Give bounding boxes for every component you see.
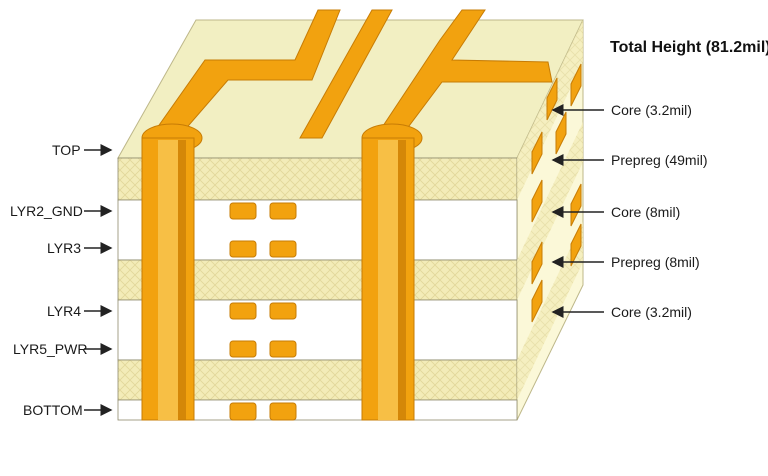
label-lyr3: LYR3 <box>47 240 81 256</box>
left-arrows <box>84 144 113 416</box>
pad-bottom-a <box>229 402 257 421</box>
side-seg-1 <box>546 77 558 121</box>
side-seg-5 <box>531 179 543 223</box>
side-band-core-bottom <box>517 222 583 400</box>
label-lyr5-pwr: LYR5_PWR <box>13 341 88 357</box>
pad-l5-a <box>229 340 257 358</box>
layer-white-3 <box>117 399 518 421</box>
via-right <box>361 123 423 421</box>
pad-l4-b <box>269 302 297 320</box>
label-top: TOP <box>52 142 81 158</box>
via-right-shadow <box>398 140 406 420</box>
pad-bottom-b <box>269 402 297 421</box>
label-lyr2-gnd: LYR2_GND <box>10 203 83 219</box>
side-copper-segments <box>531 63 582 323</box>
via-left-hole <box>158 140 178 420</box>
label-prepreg-2: Prepreg (8mil) <box>611 254 700 270</box>
trace-3 <box>374 9 553 139</box>
side-seg-4 <box>555 111 567 155</box>
via-left-shadow <box>178 140 186 420</box>
right-arrows <box>551 104 604 318</box>
via-right-hole <box>378 140 398 420</box>
pad-l2-a <box>229 202 257 220</box>
pad-l3-a <box>229 240 257 258</box>
label-core-1: Core (3.2mil) <box>611 102 692 118</box>
pad-l2-b <box>269 202 297 220</box>
side-seg-2 <box>570 63 582 107</box>
label-core-2: Core (8mil) <box>611 204 681 220</box>
pad-l4-a <box>229 302 257 320</box>
side-seg-7 <box>531 241 543 285</box>
pad-l5-b <box>269 340 297 358</box>
trace-1 <box>149 9 341 141</box>
top-traces <box>149 9 553 141</box>
side-seg-9 <box>531 279 543 323</box>
label-lyr4: LYR4 <box>47 303 81 319</box>
total-height-title: Total Height (81.2mil) <box>610 39 768 56</box>
via-left <box>141 123 203 421</box>
label-core-3: Core (3.2mil) <box>611 304 692 320</box>
pad-l3-b <box>269 240 297 258</box>
side-seg-6 <box>570 183 582 227</box>
side-band-prepreg <box>517 122 583 300</box>
label-bottom: BOTTOM <box>23 402 83 418</box>
inner-pads <box>229 202 297 421</box>
side-seg-8 <box>570 223 582 267</box>
label-prepreg-1: Prepreg (49mil) <box>611 152 708 168</box>
trace-2 <box>299 9 393 139</box>
side-seg-3 <box>531 131 543 175</box>
